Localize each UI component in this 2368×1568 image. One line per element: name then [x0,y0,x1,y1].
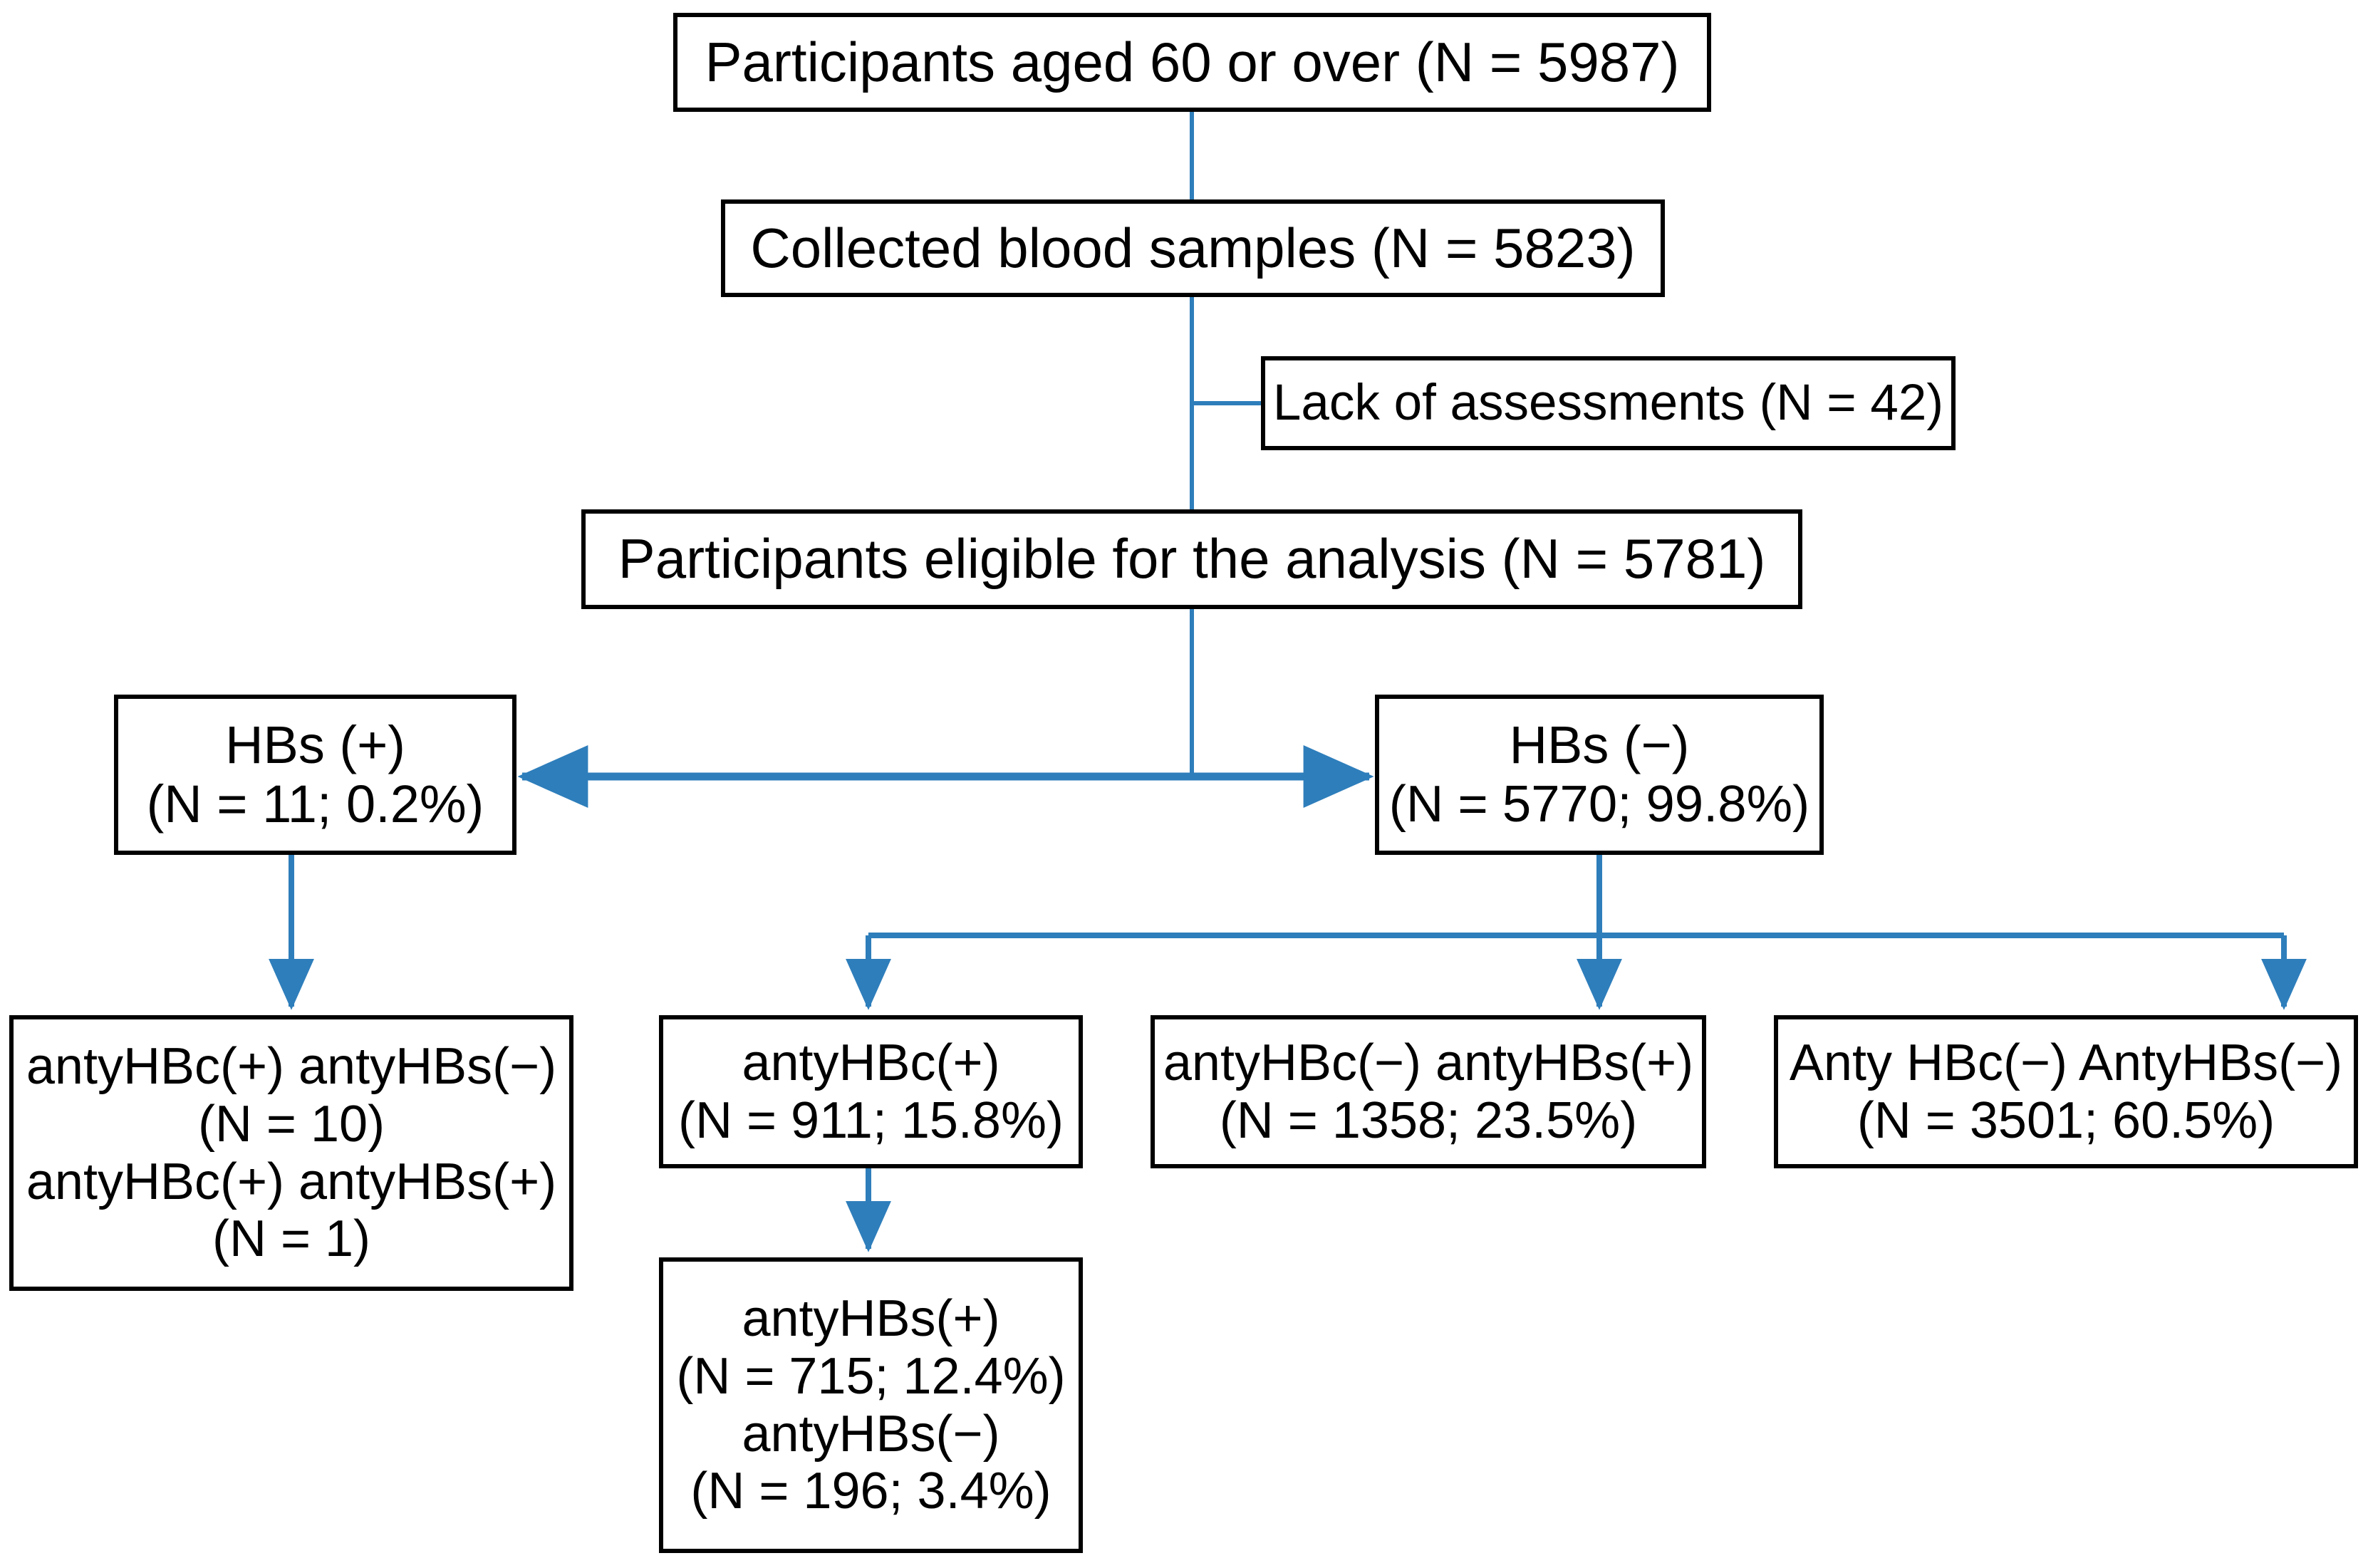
hbs-positive-box-line-2: (N = 11; 0.2%) [146,774,484,834]
lack-of-assessments-box-line-1: Lack of assessments (N = 42) [1272,375,1944,432]
participants-eligible-box: Participants eligible for the analysis (… [581,509,1802,609]
antyhbc-negative-antyhbs-positive-box: antyHBc(−) antyHBs(+)(N = 1358; 23.5%) [1151,1015,1706,1168]
antyhbs-split-box-line-3: antyHBs(−) [742,1405,1000,1463]
antyhbs-split-box-line-4: (N = 196; 3.4%) [690,1463,1051,1520]
collected-blood-samples-box-line-1: Collected blood samples (N = 5823) [750,216,1636,279]
collected-blood-samples-box: Collected blood samples (N = 5823) [721,199,1665,297]
antyhbc-positive-box: antyHBc(+)(N = 911; 15.8%) [659,1015,1083,1168]
hbs-negative-box-line-2: (N = 5770; 99.8%) [1388,775,1810,834]
hbs-positive-box-line-1: HBs (+) [225,715,405,774]
antyhbs-split-box: antyHBs(+)(N = 715; 12.4%)antyHBs(−)(N =… [659,1257,1083,1553]
antyhbc-positive-box-line-1: antyHBc(+) [742,1034,1000,1091]
antyhbs-split-box-line-1: antyHBs(+) [742,1290,1000,1348]
antyhbc-pos-detail-box: antyHBc(+) antyHBs(−)(N = 10)antyHBc(+) … [9,1015,573,1291]
antyhbc-negative-antyhbs-negative-box: Anty HBc(−) AntyHBs(−)(N = 3501; 60.5%) [1774,1015,2358,1168]
antyhbc-negative-antyhbs-positive-box-line-1: antyHBc(−) antyHBs(+) [1163,1034,1694,1091]
antyhbc-pos-detail-box-line-4: (N = 1) [212,1210,371,1268]
antyhbc-negative-antyhbs-negative-box-line-2: (N = 3501; 60.5%) [1857,1091,2275,1149]
antyhbs-split-box-line-2: (N = 715; 12.4%) [676,1347,1066,1405]
participants-eligible-box-line-1: Participants eligible for the analysis (… [618,527,1766,591]
hbs-negative-box-line-1: HBs (−) [1509,715,1690,775]
participants-aged-box: Participants aged 60 or over (N = 5987) [673,13,1711,112]
antyhbc-pos-detail-box-line-2: (N = 10) [197,1095,385,1153]
antyhbc-positive-box-line-2: (N = 911; 15.8%) [678,1091,1064,1149]
hbs-positive-box: HBs (+)(N = 11; 0.2%) [114,695,516,855]
hbs-negative-box: HBs (−)(N = 5770; 99.8%) [1375,695,1824,855]
participants-aged-box-line-1: Participants aged 60 or over (N = 5987) [705,30,1680,93]
antyhbc-negative-antyhbs-positive-box-line-2: (N = 1358; 23.5%) [1219,1091,1638,1149]
antyhbc-negative-antyhbs-negative-box-line-1: Anty HBc(−) AntyHBs(−) [1789,1034,2343,1091]
antyhbc-pos-detail-box-line-3: antyHBc(+) antyHBs(+) [26,1153,557,1210]
lack-of-assessments-box: Lack of assessments (N = 42) [1261,356,1956,450]
antyhbc-pos-detail-box-line-1: antyHBc(+) antyHBs(−) [26,1038,557,1096]
